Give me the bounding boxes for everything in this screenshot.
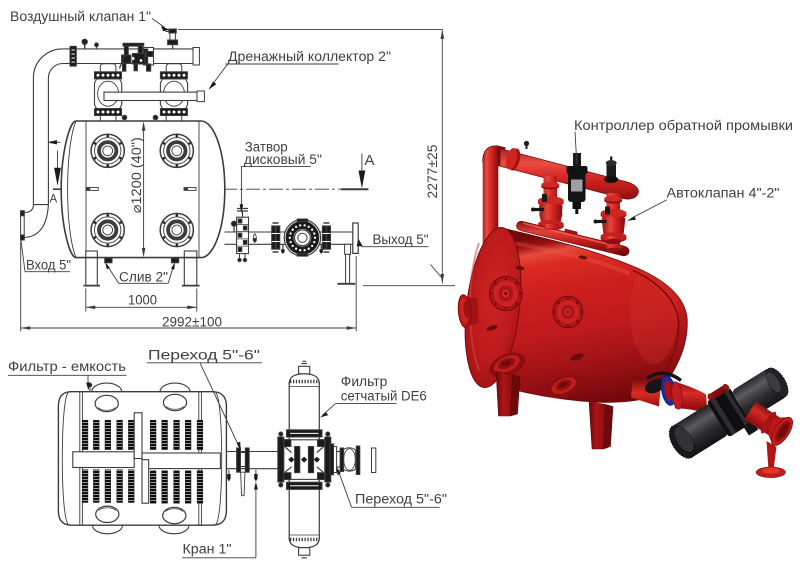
svg-text:Воздушный клапан 1": Воздушный клапан 1" [10, 9, 151, 24]
svg-text:Переход 5"-6": Переход 5"-6" [355, 492, 447, 507]
svg-text:Вход 5": Вход 5" [26, 258, 71, 273]
svg-text:1000: 1000 [128, 293, 157, 308]
svg-text:⌀1200 (40"): ⌀1200 (40") [129, 137, 144, 213]
svg-text:Контроллер обратной промывки: Контроллер обратной промывки [574, 118, 793, 133]
svg-text:Кран 1": Кран 1" [183, 542, 232, 557]
svg-text:Дренажный коллектор 2": Дренажный коллектор 2" [228, 49, 391, 64]
svg-text:Автоклапан 4"-2": Автоклапан 4"-2" [667, 186, 780, 201]
svg-text:A: A [50, 194, 58, 206]
svg-text:A: A [365, 152, 375, 169]
svg-text:Затвор: Затвор [245, 140, 288, 155]
svg-text:Переход 5"-6": Переход 5"-6" [148, 348, 260, 363]
svg-text:сетчатый DE6: сетчатый DE6 [341, 389, 427, 404]
svg-text:Фильтр: Фильтр [341, 374, 388, 389]
svg-text:2277±25: 2277±25 [425, 145, 440, 199]
svg-text:дисковый 5": дисковый 5" [244, 152, 322, 167]
svg-text:Фильтр - емкость: Фильтр - емкость [8, 359, 126, 374]
svg-text:2992±100: 2992±100 [162, 315, 222, 330]
svg-text:Слив 2": Слив 2" [119, 270, 168, 285]
svg-text:Выход 5": Выход 5" [373, 232, 429, 247]
